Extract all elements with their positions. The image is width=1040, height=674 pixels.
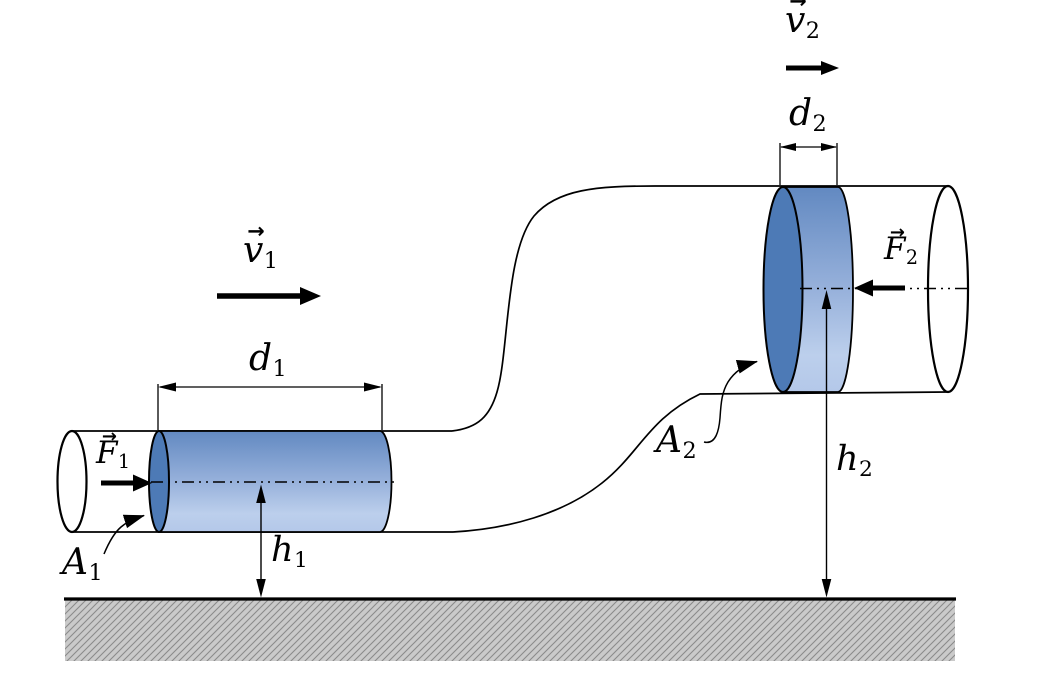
label-h2: h2	[836, 442, 873, 481]
label-F2-sub: 2	[905, 246, 919, 270]
centerlines	[151, 287, 968, 483]
pipe-outline	[56, 184, 970, 534]
label-h2-sub: 2	[858, 457, 873, 483]
label-A2-sub: 2	[682, 438, 697, 465]
label-F1-base: F	[96, 435, 118, 471]
dimension-d1	[157, 382, 383, 430]
vector-arrows	[101, 61, 905, 492]
force-arrow-F1	[101, 474, 152, 492]
label-v2-base: v	[785, 0, 806, 41]
label-F1-sub: 1	[117, 450, 131, 474]
label-h1: h1	[271, 533, 308, 572]
label-h2-base: h	[836, 439, 859, 479]
height-arrow-h2	[821, 290, 832, 598]
label-d1-sub: 1	[272, 356, 287, 383]
connector-lower-wall	[452, 391, 949, 533]
label-v2-sub: 2	[805, 18, 820, 45]
label-v1: →v1	[243, 221, 278, 275]
label-d1: d1	[249, 341, 287, 381]
label-F2-base: F	[884, 231, 906, 267]
lower-pipe-left-opening	[56, 429, 88, 534]
label-h1-sub: 1	[293, 548, 308, 574]
vector-arrow-glyph: →	[101, 425, 117, 447]
ground-hatched-area	[65, 599, 955, 661]
label-v1-sub: 1	[263, 248, 278, 275]
leader-A2	[703, 360, 758, 444]
vector-arrow-glyph: →	[247, 218, 265, 243]
label-v1-base: v	[243, 230, 264, 271]
label-d1-base: d	[249, 338, 273, 379]
label-d2-sub: 2	[812, 111, 827, 138]
label-v2: →v2	[785, 0, 820, 45]
dimension-d2	[779, 143, 838, 185]
label-A1: A1	[62, 545, 103, 585]
connector-upper-wall	[451, 185, 948, 432]
label-h1-base: h	[271, 530, 294, 570]
label-A2-base: A	[656, 420, 682, 461]
vector-arrow-glyph: →	[789, 0, 807, 13]
fluid-slug-2-cap	[762, 186, 804, 393]
velocity-arrow-v1	[217, 287, 321, 305]
vector-arrow-glyph: →	[889, 221, 905, 243]
label-F2: →F2	[884, 223, 919, 270]
label-d2: d2	[789, 96, 827, 136]
label-A2: A2	[656, 423, 697, 463]
force-arrow-F2	[854, 279, 905, 297]
label-F1: →F1	[96, 427, 131, 474]
label-A1-base: A	[62, 542, 88, 583]
height-arrow-h1	[256, 484, 266, 598]
leader-A1	[103, 514, 145, 555]
leader-lines	[103, 360, 758, 555]
label-d2-base: d	[789, 93, 813, 134]
label-A1-sub: 1	[88, 560, 103, 587]
ground	[64, 597, 956, 661]
velocity-arrow-v2	[786, 61, 839, 75]
